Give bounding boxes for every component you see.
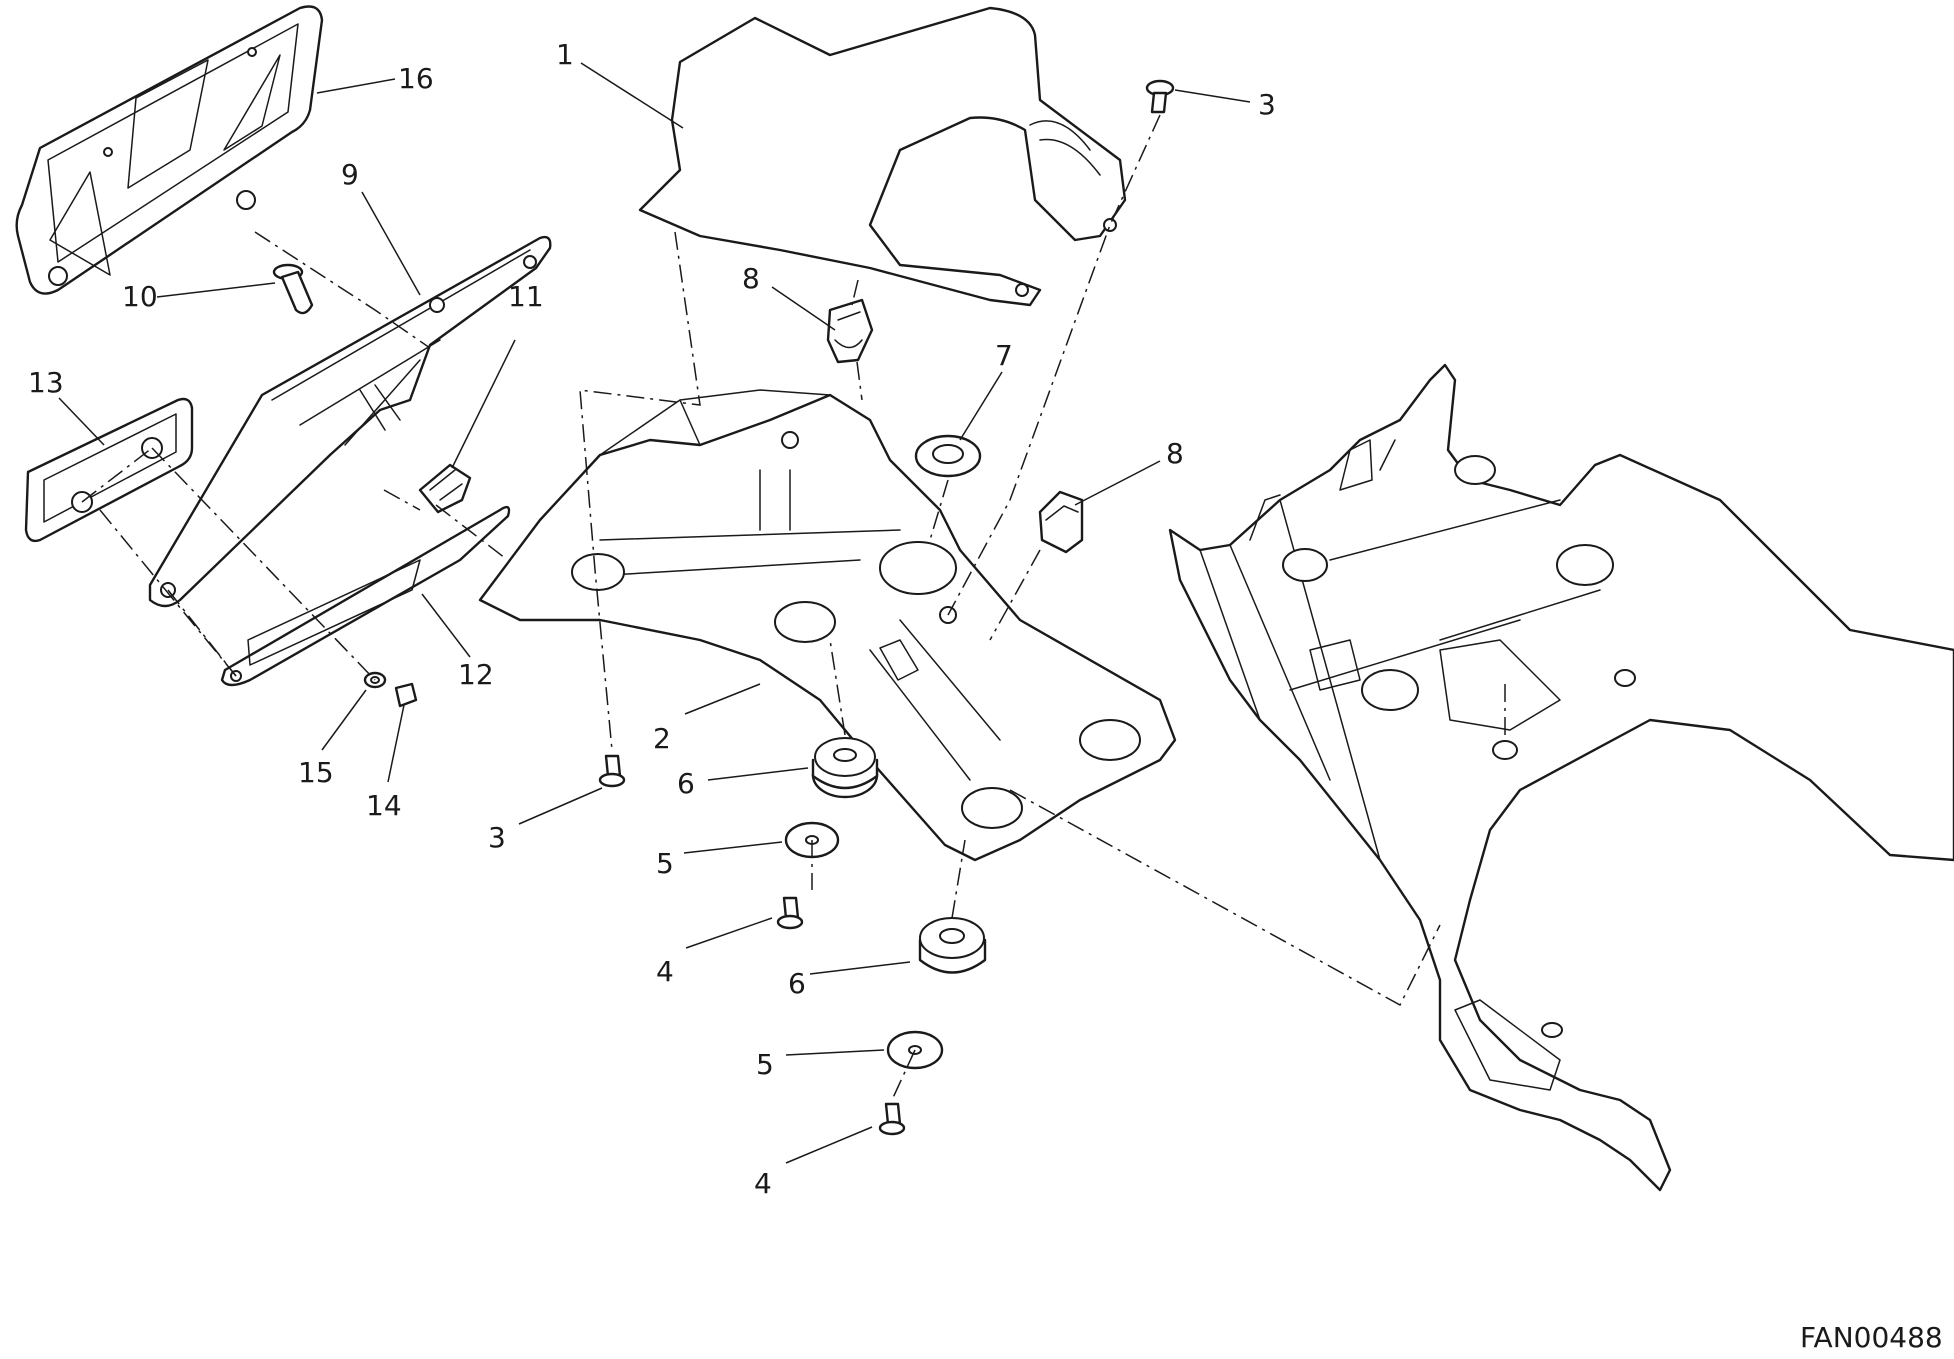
callout-leaders [58, 62, 1251, 1164]
part-3-screw-bottom [598, 754, 626, 788]
callout-6-lower: 6 [788, 967, 806, 1000]
part-11-clip [418, 463, 472, 514]
callout-3-top: 3 [1258, 88, 1276, 121]
alignment-guides [81, 114, 1506, 1101]
callout-4-upper: 4 [656, 955, 674, 988]
callout-16: 16 [398, 62, 434, 95]
figure-code: FAN00488 [1800, 1321, 1943, 1354]
callout-1: 1 [556, 38, 574, 71]
part-4-screw-upper [776, 896, 804, 930]
callout-5-upper: 5 [656, 847, 674, 880]
part-2-main-bracket [478, 389, 1177, 862]
tail-frame-reference [1168, 363, 1954, 1192]
part-1-rear-cover [638, 6, 1127, 307]
callout-12: 12 [458, 658, 494, 691]
part-7-washer [914, 434, 982, 478]
part-6-bush-upper [811, 737, 879, 799]
callout-2: 2 [653, 722, 671, 755]
part-9-plate-bracket [148, 235, 552, 608]
callout-10: 10 [122, 280, 158, 313]
part-14-nut [394, 682, 418, 708]
part-13-reflector [24, 397, 194, 543]
part-16-plate-holder [15, 5, 324, 295]
callout-5-lower: 5 [756, 1048, 774, 1081]
part-12-support-strip [220, 505, 511, 687]
callout-labels: 16 1 3 9 10 8 11 13 7 8 12 2 15 14 6 3 5… [28, 38, 1276, 1200]
callout-13: 13 [28, 366, 64, 399]
callout-4-lower: 4 [754, 1167, 772, 1200]
part-8-clip-right [1038, 490, 1084, 554]
callout-3-bottom: 3 [488, 821, 506, 854]
callout-6-upper: 6 [677, 767, 695, 800]
part-10-screw [272, 263, 314, 315]
part-3-screw-top [1145, 79, 1175, 114]
callout-8-left: 8 [742, 262, 760, 295]
callout-8-right: 8 [1166, 437, 1184, 470]
callout-9: 9 [341, 158, 359, 191]
callout-7: 7 [995, 339, 1013, 372]
part-6-bush-lower [918, 917, 987, 974]
part-8-clip-left [826, 298, 874, 364]
callout-14: 14 [366, 789, 402, 822]
callout-11: 11 [508, 280, 544, 313]
callout-15: 15 [298, 756, 334, 789]
part-4-screw-lower [878, 1102, 906, 1136]
